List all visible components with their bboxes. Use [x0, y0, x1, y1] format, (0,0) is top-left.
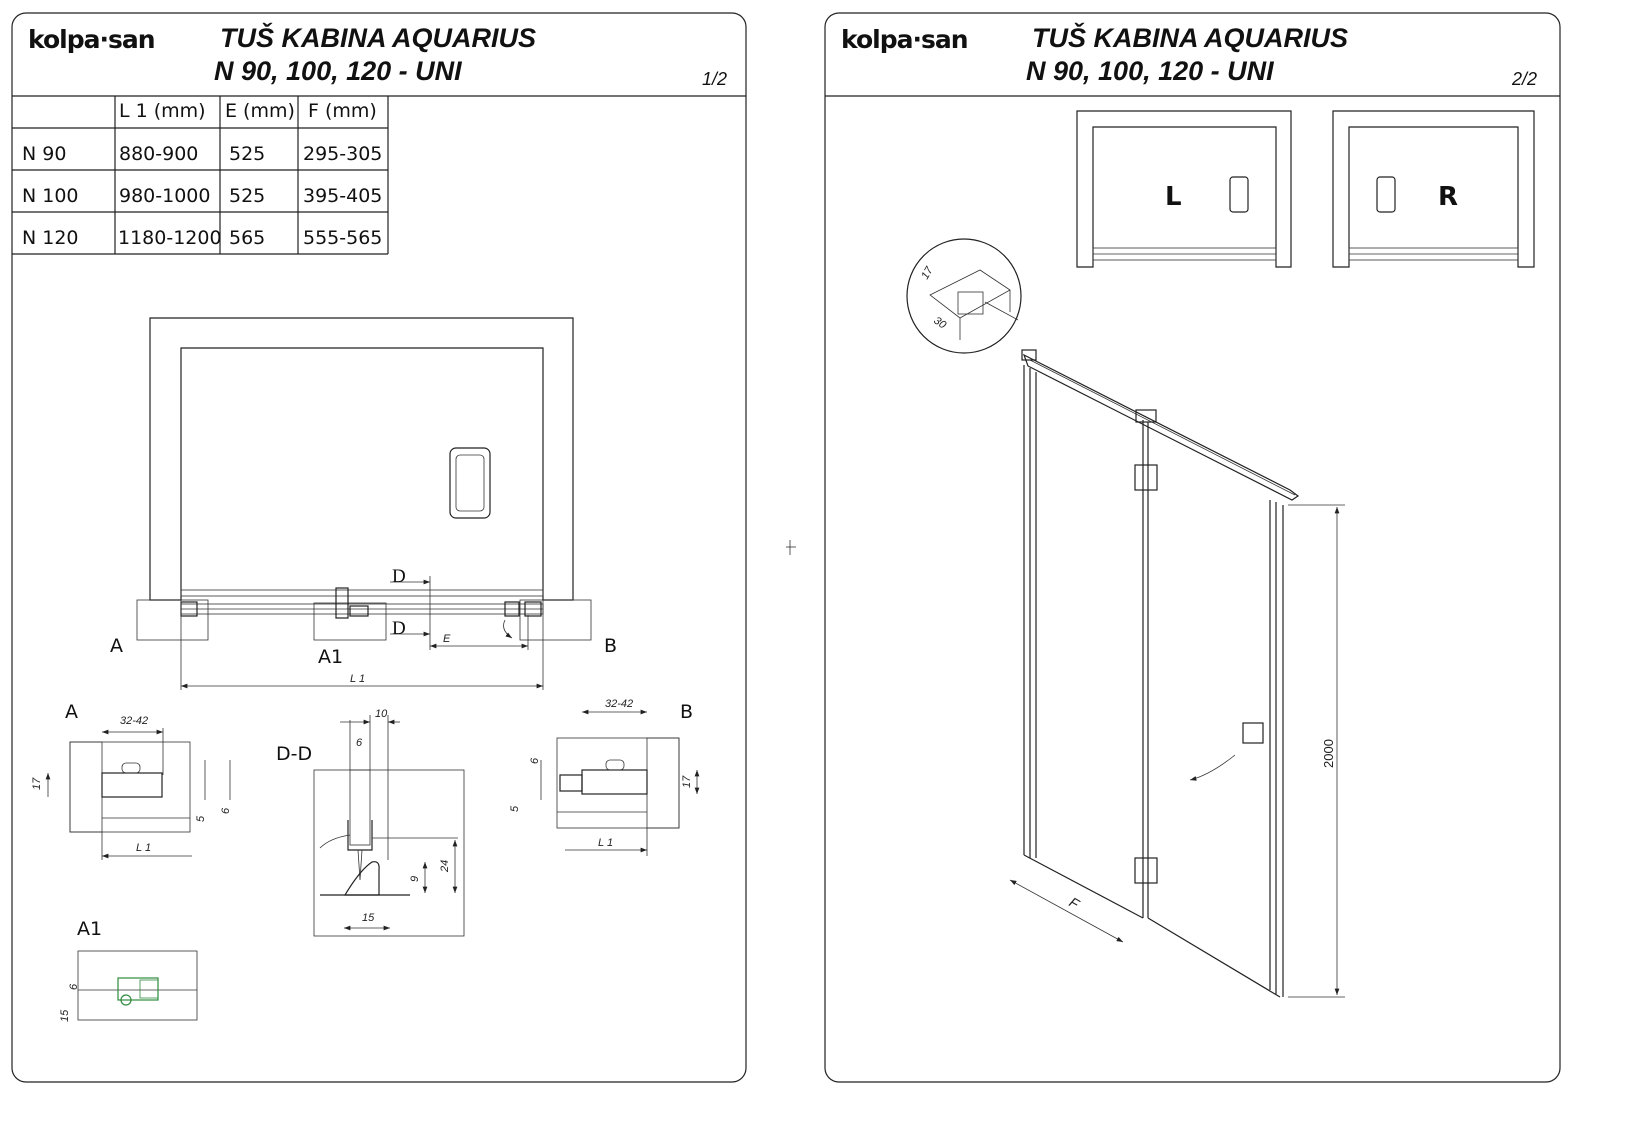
dim-a-6: 6	[220, 807, 232, 814]
dim-dd-10: 10	[375, 708, 388, 720]
cell: 525	[229, 185, 265, 207]
cell: 1180-1200	[118, 227, 222, 249]
dim-dd-24: 24	[439, 860, 451, 873]
dim-a-17: 17	[31, 777, 43, 790]
dim-profile-30: 30	[931, 315, 949, 332]
door-perspective: 2000 F	[1009, 349, 1345, 998]
right-variant-plan: R	[1332, 110, 1535, 268]
detail-a-label: A	[65, 701, 78, 723]
page-title: TUŠ KABINA AQUARIUS	[220, 22, 536, 53]
cell: 555-565	[303, 227, 382, 249]
dim-dd-15: 15	[362, 912, 375, 924]
detail-dd-label: D-D	[276, 743, 312, 765]
cell: N 90	[22, 143, 66, 165]
right-variant-label: R	[1438, 182, 1458, 212]
page-border	[824, 12, 1561, 1083]
dim-a-5: 5	[195, 815, 207, 822]
callout-a: A	[110, 635, 123, 657]
detail-b-label: B	[680, 701, 693, 723]
header-e: E (mm)	[225, 100, 295, 122]
callout-b: B	[604, 635, 617, 657]
page-border	[11, 12, 747, 1083]
table-row: N 90 880-900 525 295-305	[22, 143, 382, 165]
dim-f: F	[1067, 894, 1084, 913]
cell: 565	[229, 227, 265, 249]
page-2: kolpa·san TUŠ KABINA AQUARIUS N 90, 100,…	[824, 12, 1561, 1083]
cell: N 100	[22, 185, 79, 207]
cell: 980-1000	[119, 185, 210, 207]
dimensions-table: L 1 (mm) E (mm) F (mm) N 90 880-900 525 …	[12, 96, 389, 255]
dim-b-l1: L 1	[598, 837, 613, 849]
callout-a1: A1	[318, 646, 343, 668]
dim-b-5: 5	[509, 805, 521, 812]
dim-a-l1: L 1	[136, 842, 151, 854]
cell: 525	[229, 143, 265, 165]
dim-dd-6: 6	[356, 737, 363, 749]
brand-logo: kolpa·san	[28, 25, 155, 54]
detail-a1-label: A1	[77, 918, 102, 940]
dim-a1-15: 15	[59, 1009, 71, 1022]
dim-b-width: 32-42	[605, 698, 633, 710]
cell: 295-305	[303, 143, 382, 165]
header-l1: L 1 (mm)	[119, 100, 206, 122]
dim-a-width: 32-42	[120, 715, 148, 727]
page-subtitle: N 90, 100, 120 - UNI	[214, 56, 462, 86]
detail-a1: A1 6 15	[59, 918, 198, 1022]
left-variant-plan: L	[1076, 110, 1292, 268]
detail-a: A 32-42 17 5 6 L 1	[31, 701, 232, 860]
dim-l1: L 1	[350, 673, 365, 685]
header-f: F (mm)	[308, 100, 377, 122]
plan-view: A A1 B D D E L 1	[110, 317, 617, 690]
profile-detail: 17 30	[906, 238, 1022, 354]
dim-b-17: 17	[681, 775, 693, 788]
page-number: 1/2	[702, 69, 727, 89]
section-d-top: D	[392, 566, 406, 587]
dim-profile-17: 17	[919, 264, 936, 281]
page-title: TUŠ KABINA AQUARIUS	[1032, 22, 1348, 53]
detail-d-d: D-D 10 6 24 9 15	[276, 708, 465, 937]
brand-logo: kolpa·san	[841, 25, 968, 54]
page-subtitle: N 90, 100, 120 - UNI	[1026, 56, 1274, 86]
cell: 395-405	[303, 185, 382, 207]
page-number: 2/2	[1511, 69, 1537, 89]
detail-b: B 32-42 17 6 5 L 1	[509, 698, 700, 856]
table-row: N 120 1180-1200 565 555-565	[22, 227, 382, 249]
dim-b-6: 6	[529, 757, 541, 764]
dim-a1-6: 6	[68, 983, 80, 990]
page-1: kolpa·san TUŠ KABINA AQUARIUS N 90, 100,…	[11, 12, 747, 1083]
table-row: N 100 980-1000 525 395-405	[22, 185, 382, 207]
dim-dd-9: 9	[409, 876, 421, 882]
section-d-bottom: D	[392, 618, 406, 639]
cell: N 120	[22, 227, 79, 249]
dim-height: 2000	[1321, 739, 1336, 768]
dim-e: E	[443, 633, 451, 645]
cell: 880-900	[119, 143, 198, 165]
left-variant-label: L	[1165, 182, 1182, 212]
